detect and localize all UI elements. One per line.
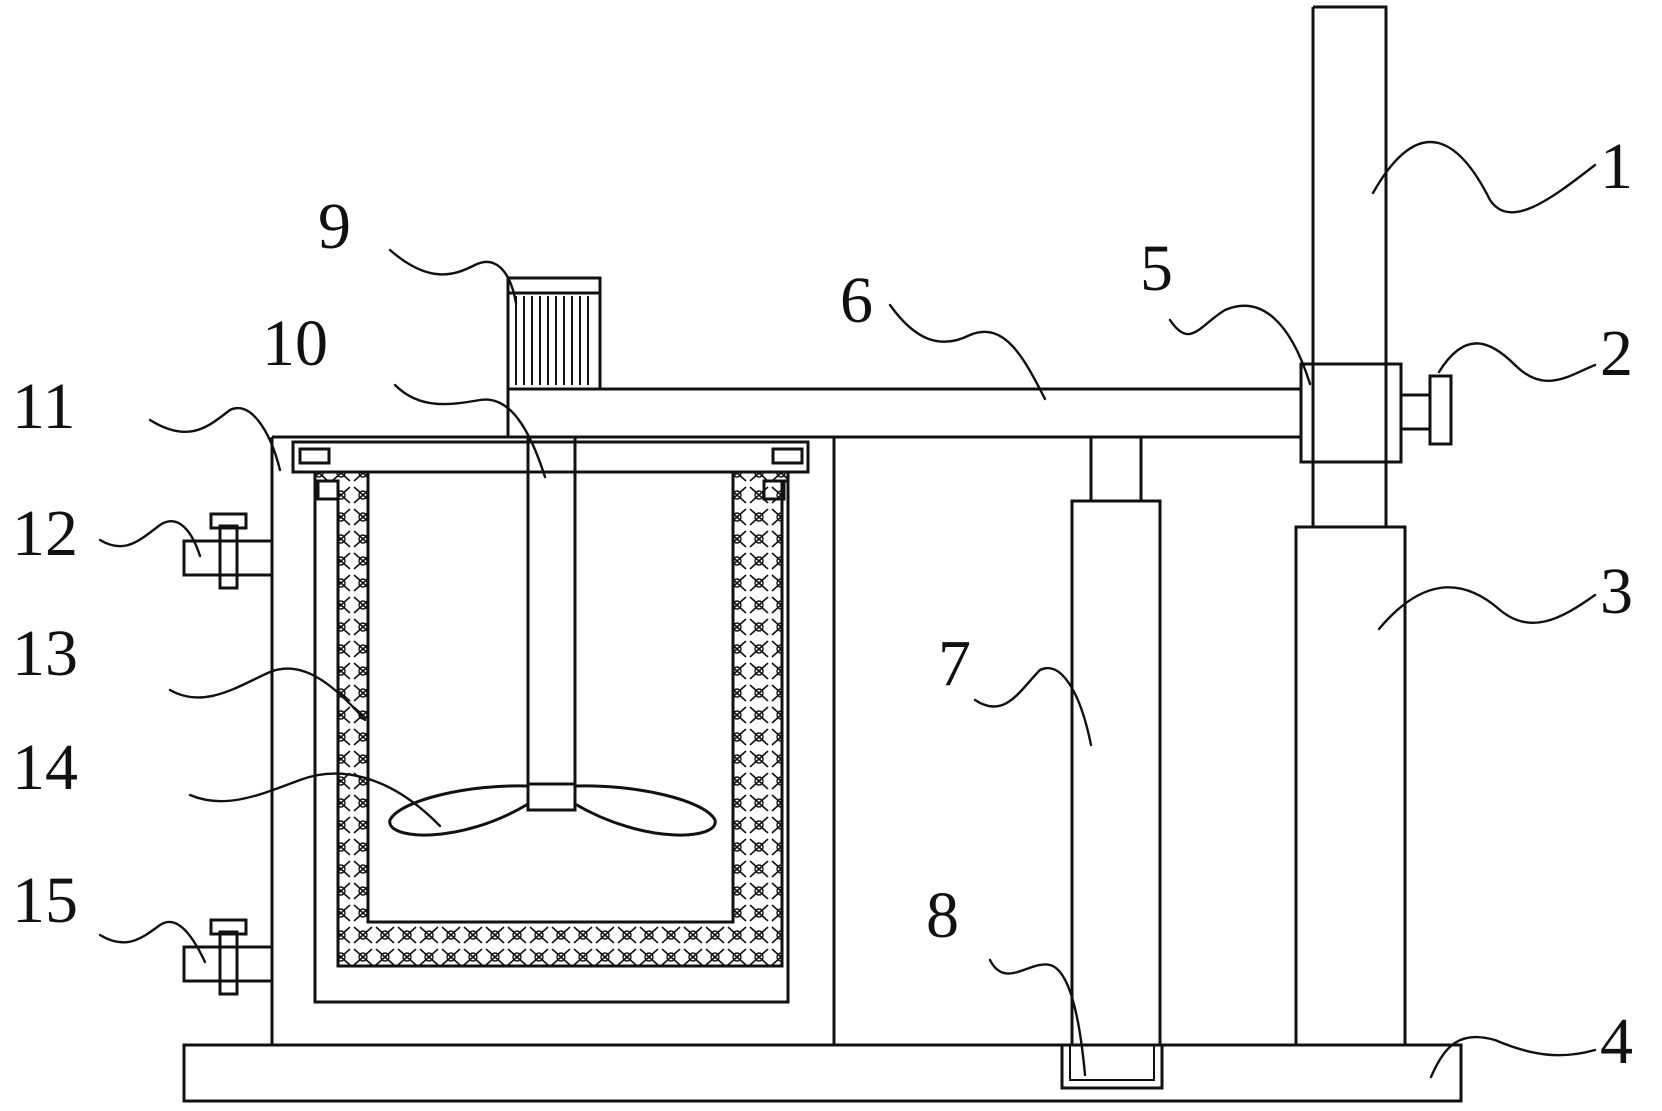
- reference-labels: 1 2 3 4 5 6 7 8 9 10 11 12 13 14 15: [12, 130, 1633, 1078]
- inlet-valve: [182, 512, 274, 590]
- motor: [506, 276, 602, 391]
- base-slot: [1060, 1045, 1164, 1090]
- leader-4: [1429, 1035, 1597, 1079]
- leader-14: [188, 772, 442, 828]
- label-5: 5: [1140, 232, 1173, 305]
- label-15: 15: [12, 864, 78, 937]
- leader-2: [1437, 342, 1597, 382]
- stirring-shaft: [526, 435, 577, 812]
- label-9: 9: [318, 190, 351, 263]
- label-4: 4: [1600, 1005, 1633, 1078]
- horizontal-arm: [272, 387, 1301, 439]
- leader-6: [888, 303, 1047, 401]
- leader-lines: [98, 140, 1597, 1079]
- base-plate: [182, 1043, 1463, 1103]
- outer-tank: [291, 440, 810, 1004]
- vertical-rod: [1311, 5, 1388, 527]
- insulation-layer: [298, 447, 804, 968]
- leader-12: [98, 520, 202, 558]
- outer-housing: [270, 437, 836, 1045]
- label-11: 11: [12, 370, 76, 443]
- leader-9: [388, 248, 518, 305]
- leader-15: [98, 920, 207, 964]
- label-14: 14: [12, 731, 78, 804]
- stirring-blades: [388, 784, 717, 837]
- label-2: 2: [1600, 317, 1633, 390]
- leader-8: [988, 958, 1087, 1077]
- label-6: 6: [840, 264, 873, 337]
- label-3: 3: [1600, 555, 1633, 628]
- label-10: 10: [262, 307, 328, 380]
- label-7: 7: [938, 627, 971, 700]
- outlet-valve: [182, 918, 274, 996]
- telescopic-support: [1070, 435, 1162, 1047]
- leader-1: [1371, 140, 1597, 214]
- leader-7: [973, 667, 1093, 747]
- label-13: 13: [12, 617, 78, 690]
- leader-10: [393, 383, 547, 479]
- leader-11: [148, 406, 282, 472]
- leader-3: [1377, 586, 1597, 631]
- leader-5: [1168, 304, 1312, 386]
- label-12: 12: [12, 497, 78, 570]
- locking-knob: [1399, 374, 1453, 446]
- support-sleeve: [1294, 525, 1407, 1047]
- label-1: 1: [1600, 130, 1633, 203]
- leader-13: [168, 667, 367, 722]
- label-8: 8: [926, 879, 959, 952]
